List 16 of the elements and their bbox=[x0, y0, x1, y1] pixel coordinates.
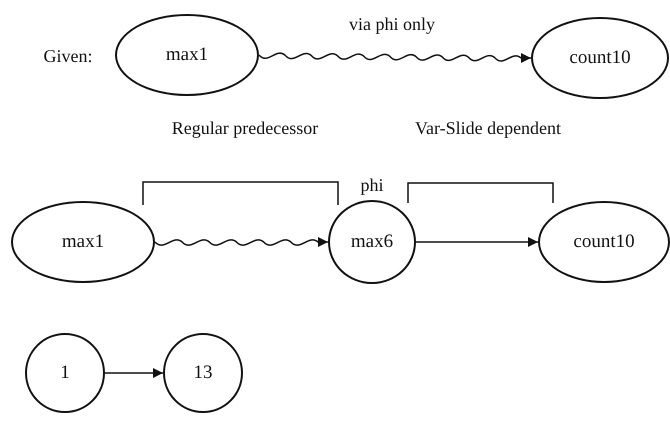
node-caption: phi bbox=[359, 174, 384, 197]
ellipse-node: max1 bbox=[11, 201, 155, 283]
arrow bbox=[258, 52, 531, 63]
bracket-label: Var-Slide dependent bbox=[414, 117, 562, 140]
arrow bbox=[154, 237, 328, 247]
heading-label: Given: bbox=[42, 45, 94, 68]
ellipse-node: max1 bbox=[115, 14, 259, 96]
ellipse-node: max6 bbox=[328, 200, 416, 284]
arrow bbox=[105, 368, 163, 378]
arrow bbox=[416, 237, 538, 247]
ellipse-node: 13 bbox=[163, 333, 243, 413]
ellipse-node: count10 bbox=[531, 17, 669, 99]
ellipse-node: count10 bbox=[538, 201, 670, 283]
edge-label: via phi only bbox=[348, 13, 436, 36]
bracket-label: Regular predecessor bbox=[170, 117, 320, 140]
ellipse-node: 1 bbox=[25, 333, 105, 413]
